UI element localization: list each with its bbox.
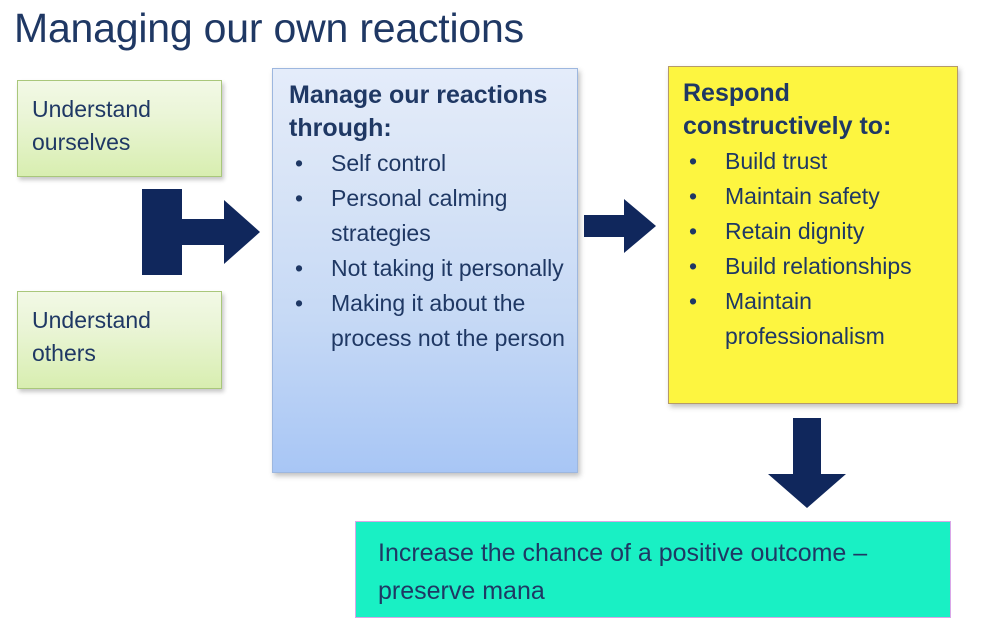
bullet-icon: • [295, 255, 304, 281]
list-item: • Not taking it personally [289, 251, 565, 286]
right-arrow-icon [584, 199, 656, 253]
list-item: • Build relationships [683, 249, 947, 284]
list-item-label: Not taking it personally [331, 255, 564, 281]
respond-constructively-heading: Respond constructively to: [683, 79, 892, 140]
understand-others-box: Understand others [17, 291, 222, 389]
bullet-icon: • [689, 218, 698, 244]
bullet-icon: • [295, 185, 304, 211]
block-right-arrow-icon [142, 189, 260, 275]
bullet-icon: • [295, 290, 304, 316]
manage-reactions-heading: Manage our reactions through: [289, 81, 548, 142]
list-item: • Maintain safety [683, 179, 947, 214]
understand-others-text: Understand others [32, 307, 151, 366]
list-item: • Self control [289, 146, 565, 181]
list-item-label: Making it about the process not the pers… [331, 290, 565, 351]
list-item-label: Build trust [725, 148, 828, 174]
list-item-label: Build relationships [725, 253, 912, 279]
bullet-icon: • [689, 253, 698, 279]
down-arrow-icon [768, 418, 846, 508]
list-item-label: Retain dignity [725, 218, 865, 244]
page-title: Managing our own reactions [14, 5, 524, 51]
list-item: • Making it about the process not the pe… [289, 286, 565, 356]
list-item: • Personal calming strategies [289, 181, 565, 251]
list-item-label: Maintain safety [725, 183, 880, 209]
bullet-icon: • [689, 288, 698, 314]
list-item: • Maintain professionalism [683, 284, 947, 354]
list-item: • Retain dignity [683, 214, 947, 249]
list-item: • Build trust [683, 144, 947, 179]
positive-outcome-text: Increase the chance of a positive outcom… [378, 539, 868, 605]
understand-ourselves-box: Understand ourselves [17, 80, 222, 177]
manage-reactions-list: • Self control • Personal calming strate… [289, 146, 565, 356]
understand-ourselves-text: Understand ourselves [32, 96, 151, 155]
manage-reactions-box: Manage our reactions through: • Self con… [272, 68, 578, 473]
positive-outcome-box: Increase the chance of a positive outcom… [355, 521, 951, 618]
respond-constructively-list: • Build trust • Maintain safety • Retain… [683, 144, 947, 354]
bullet-icon: • [689, 183, 698, 209]
list-item-label: Self control [331, 150, 447, 176]
list-item-label: Maintain professionalism [725, 288, 885, 349]
bullet-icon: • [689, 148, 698, 174]
bullet-icon: • [295, 150, 304, 176]
list-item-label: Personal calming strategies [331, 185, 508, 246]
respond-constructively-box: Respond constructively to: • Build trust… [668, 66, 958, 404]
